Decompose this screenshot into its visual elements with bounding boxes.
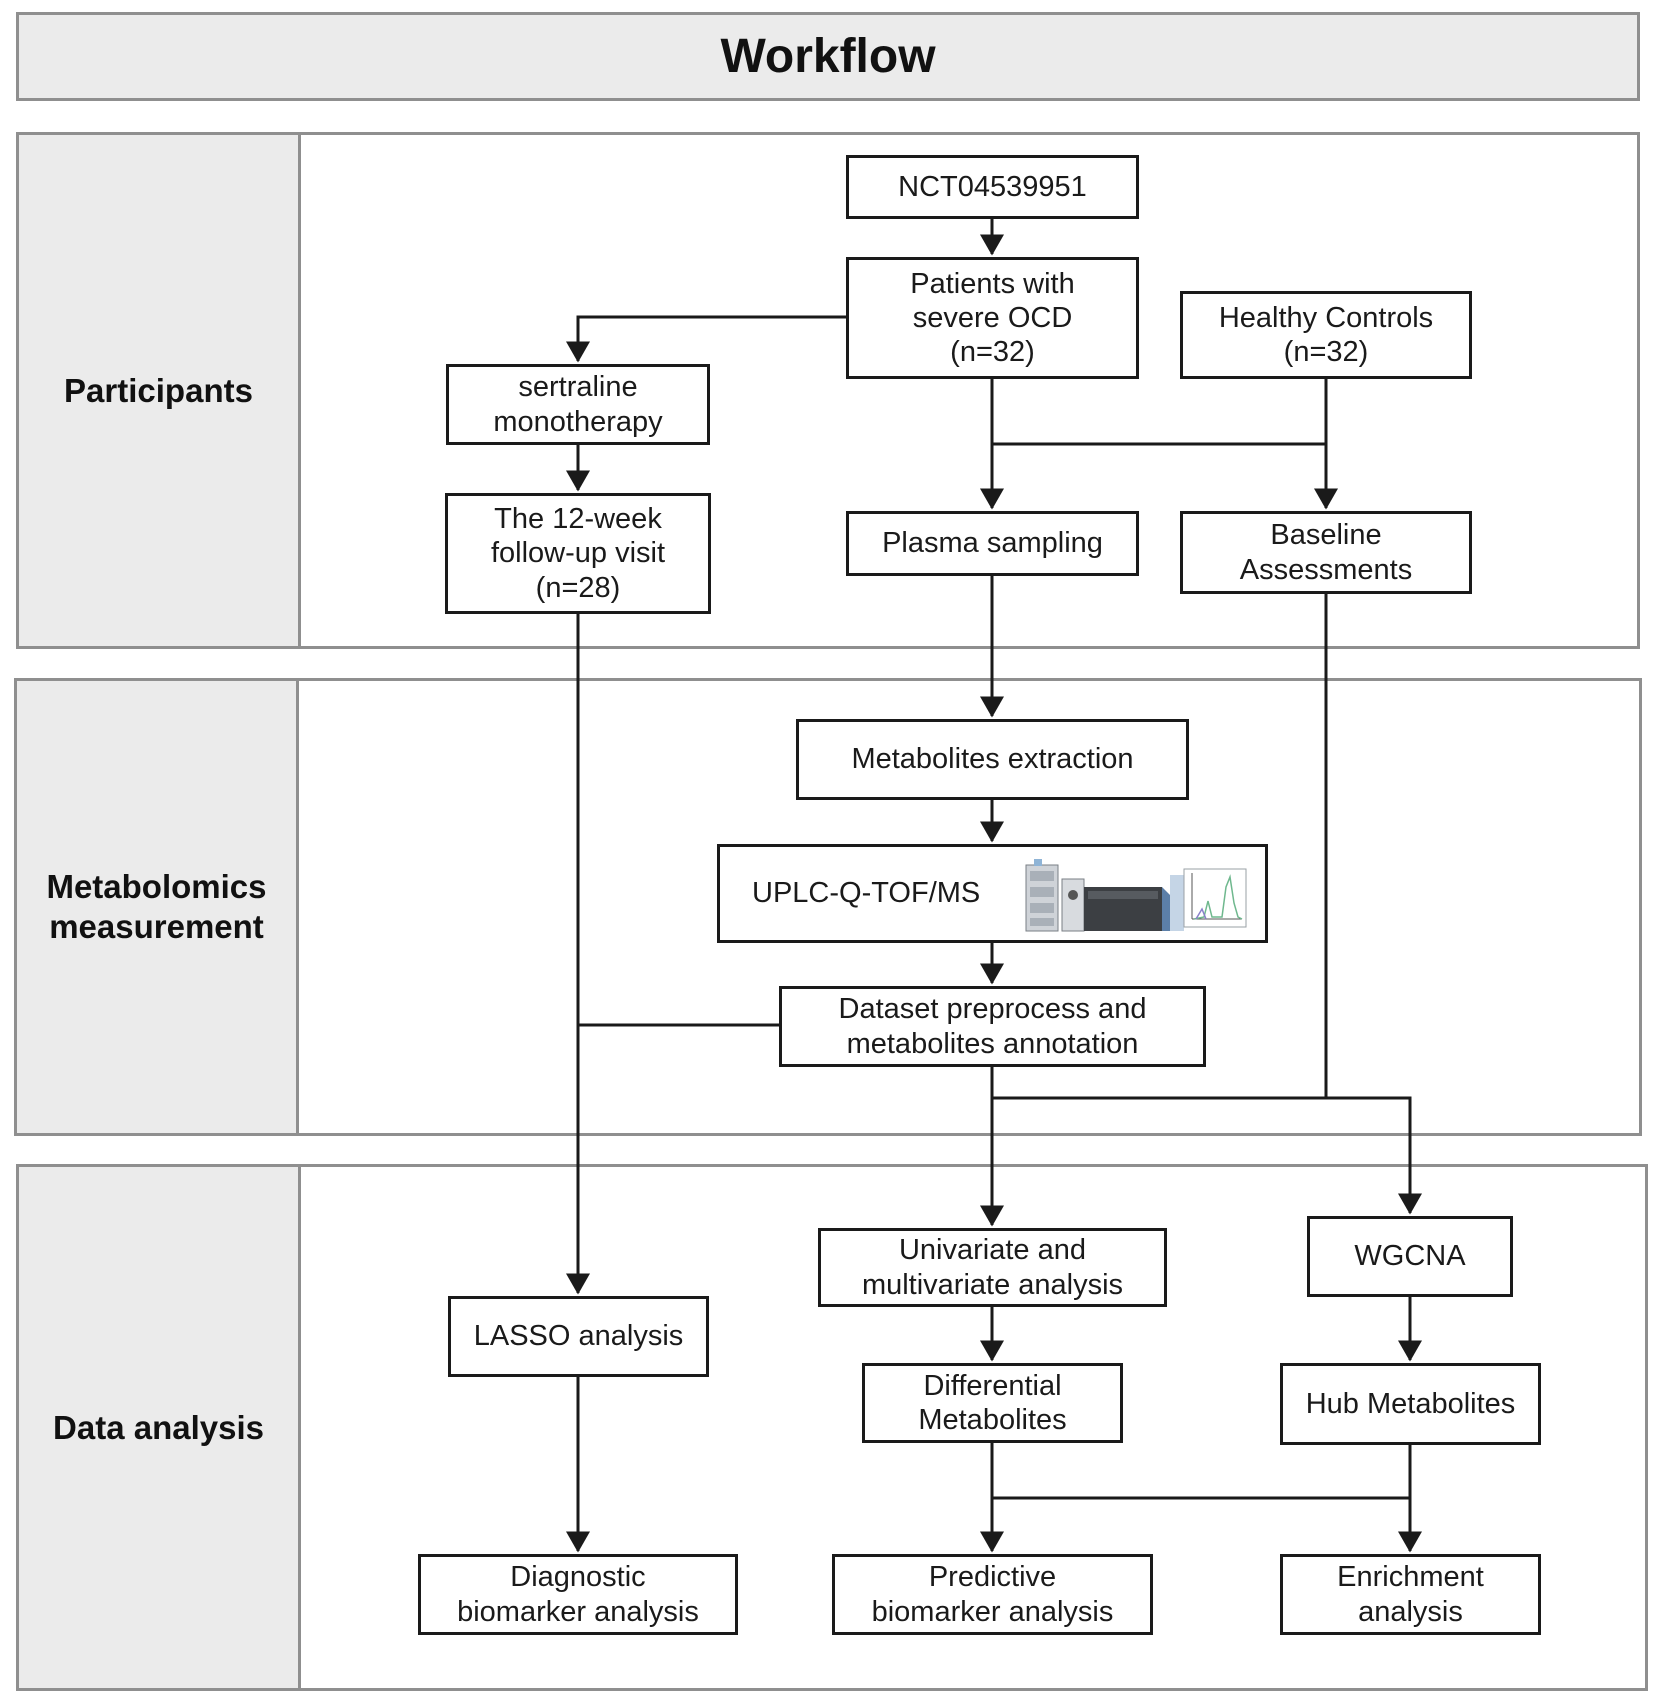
node-univariate-multivariate: Univariate and multivariate analysis xyxy=(818,1228,1167,1307)
section-label-participants: Participants xyxy=(19,135,301,646)
lc-ms-instrument-icon xyxy=(1025,859,1247,932)
node-hub-metabolites: Hub Metabolites xyxy=(1280,1363,1541,1445)
node-followup-visit: The 12-week follow-up visit (n=28) xyxy=(445,493,711,614)
node-patients: Patients with severe OCD (n=32) xyxy=(846,257,1139,379)
node-lasso-analysis: LASSO analysis xyxy=(448,1296,709,1377)
node-diagnostic-biomarker: Diagnostic biomarker analysis xyxy=(418,1554,738,1635)
section-label-data-analysis: Data analysis xyxy=(19,1167,301,1688)
node-trial-id: NCT04539951 xyxy=(846,155,1139,219)
edge-patients-to-sertraline xyxy=(566,315,846,363)
diagram-title: Workflow xyxy=(16,12,1640,101)
node-uplc-qtof-ms: UPLC-Q-TOF/MS xyxy=(717,844,1268,943)
node-wgcna: WGCNA xyxy=(1307,1216,1513,1297)
node-healthy-controls: Healthy Controls (n=32) xyxy=(1180,291,1472,379)
node-predictive-biomarker: Predictive biomarker analysis xyxy=(832,1554,1153,1635)
node-plasma-sampling: Plasma sampling xyxy=(846,511,1139,576)
node-metabolites-extraction: Metabolites extraction xyxy=(796,719,1189,800)
section-label-metabolomics: Metabolomics measurement xyxy=(17,681,299,1133)
node-enrichment-analysis: Enrichment analysis xyxy=(1280,1554,1541,1635)
node-differential-metabolites: Differential Metabolites xyxy=(862,1363,1123,1443)
node-sertraline: sertraline monotherapy xyxy=(446,364,710,445)
uplc-label: UPLC-Q-TOF/MS xyxy=(752,877,981,910)
node-baseline-assessments: Baseline Assessments xyxy=(1180,511,1472,594)
node-dataset-preprocess: Dataset preprocess and metabolites annot… xyxy=(779,986,1206,1067)
edge-split-to-wgcna xyxy=(992,1096,1422,1215)
